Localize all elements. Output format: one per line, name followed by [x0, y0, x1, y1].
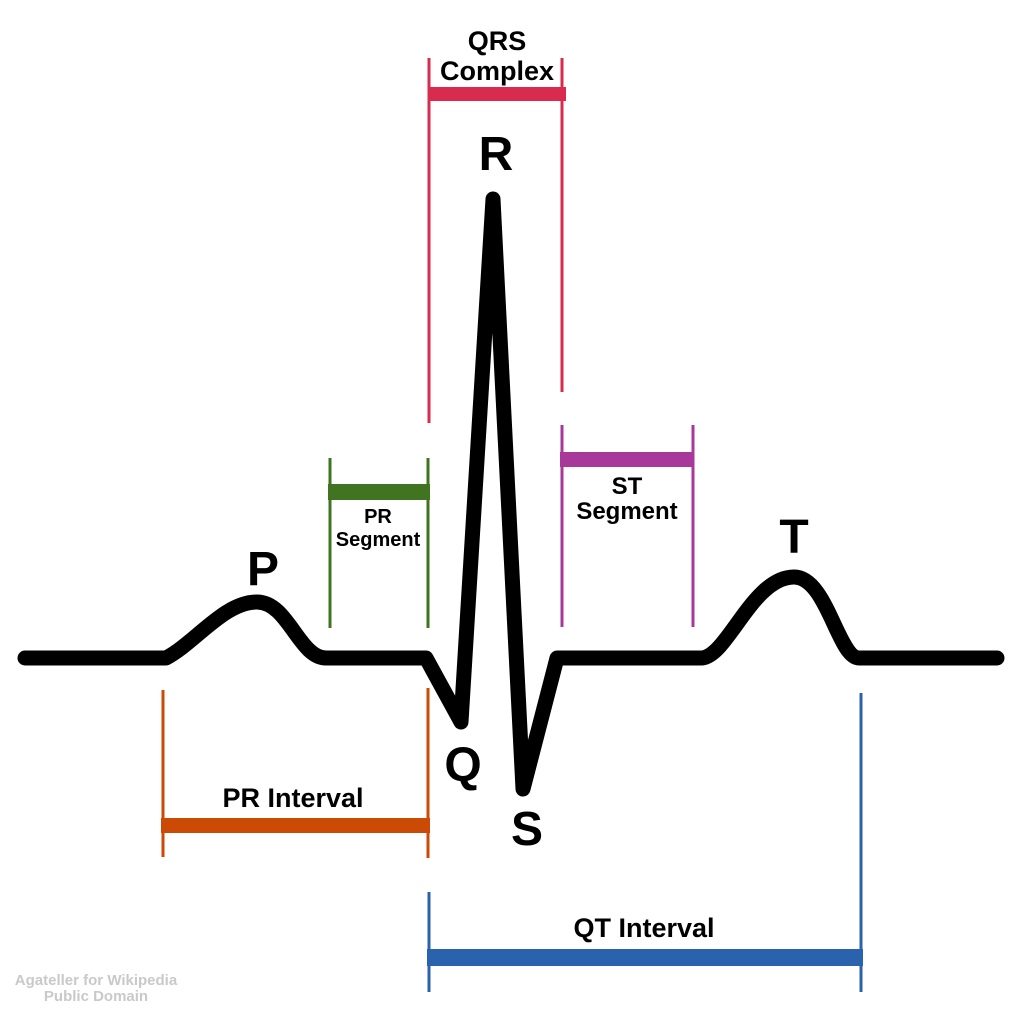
- pr-interval-label: PR Interval: [222, 783, 364, 813]
- pr-segment-bracket: [328, 458, 430, 628]
- qrs-complex-bracket: [427, 58, 566, 423]
- qt-interval-bracket: [427, 693, 863, 992]
- wave-label-s: S: [510, 803, 544, 856]
- qrs-complex-label: QRS Complex: [439, 26, 555, 86]
- pr-segment-label: PR Segment: [335, 506, 421, 551]
- wave-label-r: R: [478, 128, 514, 181]
- pr-interval-bracket: [161, 688, 430, 858]
- st-segment-bracket: [560, 425, 695, 627]
- qrs-bracket-bar: [428, 87, 566, 101]
- wave-label-t: T: [779, 511, 809, 564]
- st-segment-label: ST Segment: [576, 473, 678, 525]
- wave-label-p: P: [246, 543, 280, 596]
- qt-interval-bar: [427, 949, 863, 966]
- pr-segment-bar: [328, 484, 430, 500]
- qt-interval-label: QT Interval: [573, 913, 715, 943]
- pr-interval-bar: [161, 818, 430, 833]
- st-segment-bar: [560, 452, 694, 467]
- watermark-credit: Agateller for Wikipedia Public Domain: [14, 972, 178, 1005]
- ecg-trace: [17, 191, 1005, 797]
- wave-label-q: Q: [444, 739, 482, 792]
